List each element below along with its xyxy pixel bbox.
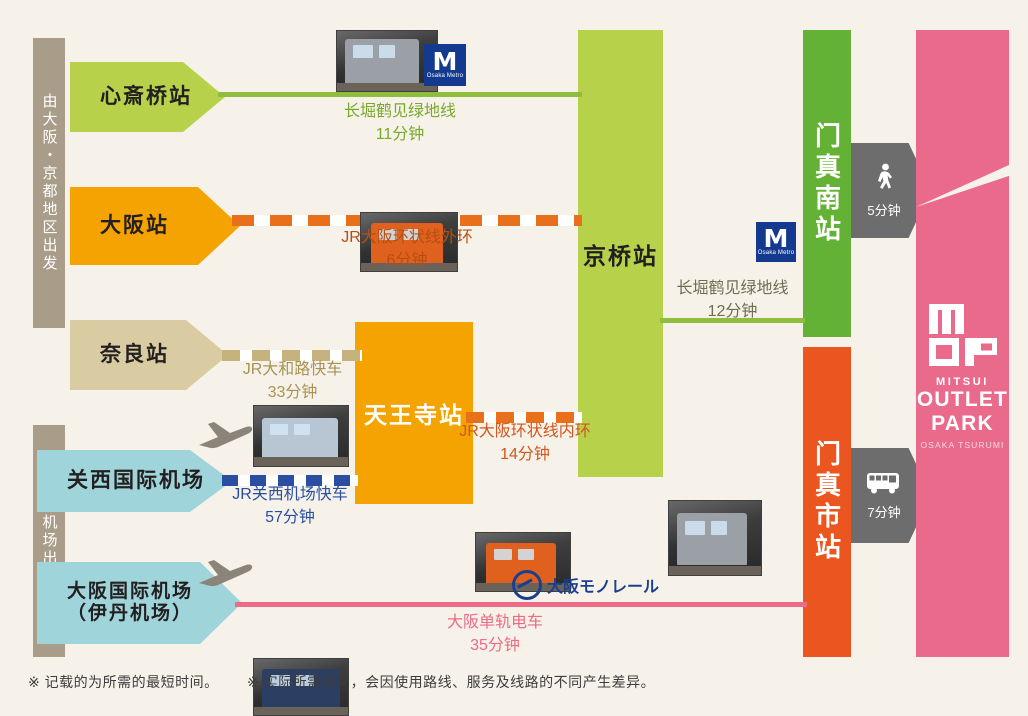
- route-caption-jr-kansai-airport: JR关西机场快车 57分钟: [200, 483, 380, 529]
- metro-logo-mark: M: [432, 46, 458, 76]
- origin-station-label-wrap: 大阪国际机场 （伊丹机场）: [37, 581, 242, 625]
- origin-station-shinsaibashi[interactable]: 心斎桥站: [70, 62, 225, 132]
- route-duration: 14分钟: [500, 446, 550, 464]
- bus-icon: [866, 471, 916, 498]
- metro-logo-mark: M: [763, 223, 789, 253]
- hub-station-label: 天王寺站: [364, 402, 464, 428]
- subway-train-photo-2: [668, 500, 762, 576]
- origin-station-label: 大阪站: [100, 213, 169, 237]
- mop-line2b: PARK: [931, 411, 994, 435]
- route-line-nagahori-2: [660, 318, 805, 323]
- route-caption-jr-yamatoji: JR大和路快车 33分钟: [205, 358, 380, 404]
- hub-station-tennoji[interactable]: 天王寺站: [355, 322, 473, 504]
- route-name: JR大阪环状线内环: [459, 423, 591, 440]
- hub-station-kyobashi[interactable]: 京桥站: [578, 30, 663, 477]
- route-duration: 35分钟: [470, 637, 520, 655]
- osaka-metro-logo: M Osaka Metro: [424, 44, 466, 86]
- route-name: JR关西机场快车: [232, 486, 348, 503]
- osaka-metro-logo: M Osaka Metro: [756, 222, 796, 262]
- mitsui-outlet-park-panel[interactable]: MITSUI OUTLET PARK OSAKA TSURUMI: [916, 30, 1009, 657]
- orange-loop-train-photo: [360, 212, 458, 272]
- route-caption-jr-loop-inner: JR大阪环状线内环 14分钟: [440, 420, 610, 466]
- route-caption-jr-loop-outer: JR大阪环状线外环 6分钟: [282, 226, 532, 272]
- footer-note-2: ※ 实际所需时间，会因使用路线、服务及线路的不同产生差异。: [247, 674, 656, 690]
- origin-station-itami-airport[interactable]: 大阪国际机场 （伊丹机场）: [37, 562, 242, 644]
- panel-notch: [916, 165, 1009, 207]
- origin-station-label: 大阪国际机场: [67, 581, 194, 603]
- monorail-logo-label: 大阪モノレール: [547, 579, 660, 596]
- origin-station-label: 心斎桥站: [100, 84, 192, 108]
- route-duration: 57分钟: [265, 509, 315, 527]
- osaka-monorail-logo: 大阪モノレール: [512, 570, 659, 600]
- route-name: 长堀鹤见绿地线: [676, 280, 789, 297]
- group-bar-label: 由大阪・京都地区出发: [40, 93, 58, 273]
- transfer-duration: 5分钟: [867, 202, 901, 218]
- mop-monogram-icon: [928, 304, 997, 366]
- route-name: 长堀鹤见绿地线: [343, 103, 456, 120]
- subway-train-photo: [336, 30, 438, 92]
- destination-station-label: 门真南站: [811, 121, 842, 246]
- route-name: 大阪单轨电车: [446, 614, 543, 631]
- route-name: JR大和路快车: [242, 361, 343, 378]
- route-caption-nagahori-2: 长堀鹤见绿地线 12分钟: [655, 277, 810, 323]
- transfer-duration: 7分钟: [867, 504, 901, 520]
- mop-line1: MITSUI: [936, 376, 989, 388]
- metro-logo-caption: Osaka Metro: [426, 73, 464, 80]
- mop-line3: OSAKA TSURUMI: [920, 440, 1005, 451]
- yamatoji-train-photo: [253, 405, 349, 467]
- route-duration: 12分钟: [707, 303, 758, 321]
- footer-notes: ※ 记载的为所需的最短时间。 ※ 实际所需时间，会因使用路线、服务及线路的不同产…: [28, 672, 988, 692]
- route-line-jr-kansai-airport: [222, 475, 358, 486]
- mop-logo: MITSUI OUTLET PARK OSAKA TSURUMI: [916, 302, 1009, 450]
- footer-note-1: ※ 记载的为所需的最短时间。: [28, 674, 219, 690]
- airplane-icon: [199, 560, 253, 587]
- kansai-airport-train-photo: [253, 658, 349, 716]
- origin-station-label: 奈良站: [100, 342, 169, 366]
- origin-station-label: 关西国际机场: [67, 468, 205, 492]
- destination-station-kadoma-shi[interactable]: 门真市站: [803, 347, 851, 657]
- route-line-osaka-monorail: [235, 602, 807, 607]
- route-line-jr-yamatoji: [222, 350, 362, 361]
- airplane-icon: [199, 422, 253, 449]
- walking-icon: [873, 163, 909, 196]
- route-line-jr-loop-inner: [466, 412, 582, 423]
- route-line-nagahori-1: [218, 92, 582, 97]
- hub-station-label: 京桥站: [583, 242, 658, 269]
- route-duration: 6分钟: [386, 252, 428, 270]
- route-caption-osaka-monorail: 大阪单轨电车 35分钟: [400, 611, 590, 657]
- route-duration: 33分钟: [267, 384, 318, 402]
- metro-logo-caption: Osaka Metro: [757, 250, 795, 257]
- origin-station-kansai-airport[interactable]: 关西国际机场: [37, 450, 232, 512]
- origin-station-sublabel: （伊丹机场）: [67, 603, 194, 624]
- route-name: JR大阪环状线外环: [341, 229, 473, 246]
- mop-line2a: OUTLET: [916, 388, 1009, 411]
- origin-station-osaka[interactable]: 大阪站: [70, 187, 240, 265]
- destination-station-label: 门真市站: [811, 440, 842, 564]
- monorail-logo-ring: [512, 570, 542, 600]
- group-bar-from-osaka-kyoto: 由大阪・京都地区出发: [33, 38, 65, 328]
- route-duration: 11分钟: [375, 126, 425, 144]
- route-caption-nagahori-1: 长堀鹤见绿地线 11分钟: [280, 100, 520, 146]
- destination-station-kadoma-minami[interactable]: 门真南站: [803, 30, 851, 337]
